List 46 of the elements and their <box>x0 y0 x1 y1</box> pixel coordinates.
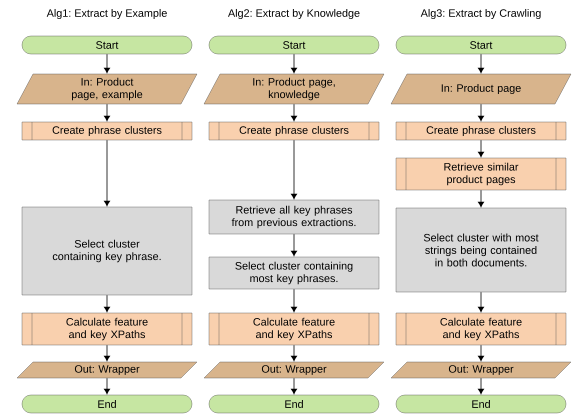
subprocess-box: Retrieve similar product pages <box>396 158 566 190</box>
arrow <box>291 140 297 200</box>
process-box: Select cluster containing most key phrases. <box>208 256 380 290</box>
arrow <box>291 344 297 362</box>
terminal-box: End <box>396 394 566 414</box>
arrow <box>104 140 110 206</box>
subprocess-box: Create phrase clusters <box>22 122 192 140</box>
arrow <box>291 234 297 256</box>
arrow <box>104 378 110 394</box>
column-title: Alg2: Extract by Knowledge <box>228 8 360 20</box>
subprocess-box: Calculate feature and key XPaths <box>396 312 566 346</box>
subprocess-box: Calculate feature and key XPaths <box>22 312 192 346</box>
terminal-box: Start <box>22 36 192 54</box>
terminal-box: End <box>208 394 380 414</box>
process-box: Retrieve all key phrases from previous extractions. <box>208 200 380 234</box>
process-box: Select cluster containing key phrase. <box>22 206 192 296</box>
arrow <box>104 104 110 122</box>
arrow <box>478 378 484 394</box>
column-title: Alg1: Extract by Example <box>46 8 167 20</box>
terminal-box: Start <box>208 36 380 54</box>
terminal-box: End <box>22 394 192 414</box>
input-output-parallelogram: Out: Wrapper <box>390 362 572 378</box>
arrow <box>478 140 484 158</box>
input-output-parallelogram: Out: Wrapper <box>204 362 384 378</box>
process-box: Select cluster with most strings being contained in both documents. <box>396 208 566 292</box>
subprocess-box: Calculate feature and key XPaths <box>208 312 380 346</box>
column-title: Alg3: Extract by Crawling <box>420 8 541 20</box>
input-output-parallelogram: Out: Wrapper <box>16 362 198 378</box>
arrow <box>291 288 297 312</box>
subprocess-box: Create phrase clusters <box>396 122 566 140</box>
arrow <box>291 54 297 74</box>
arrow <box>478 190 484 208</box>
arrow <box>291 378 297 394</box>
arrow <box>104 344 110 362</box>
terminal-box: Start <box>396 36 566 54</box>
arrow <box>478 104 484 122</box>
input-output-parallelogram: In: Product page <box>390 74 572 104</box>
input-output-parallelogram: In: Product page, example <box>16 74 198 104</box>
arrow <box>478 54 484 74</box>
arrow <box>104 294 110 312</box>
arrow <box>478 344 484 362</box>
arrow <box>291 104 297 122</box>
input-output-parallelogram: In: Product page, knowledge <box>204 74 384 104</box>
arrow <box>104 54 110 74</box>
subprocess-box: Create phrase clusters <box>208 122 380 140</box>
arrow <box>478 292 484 312</box>
